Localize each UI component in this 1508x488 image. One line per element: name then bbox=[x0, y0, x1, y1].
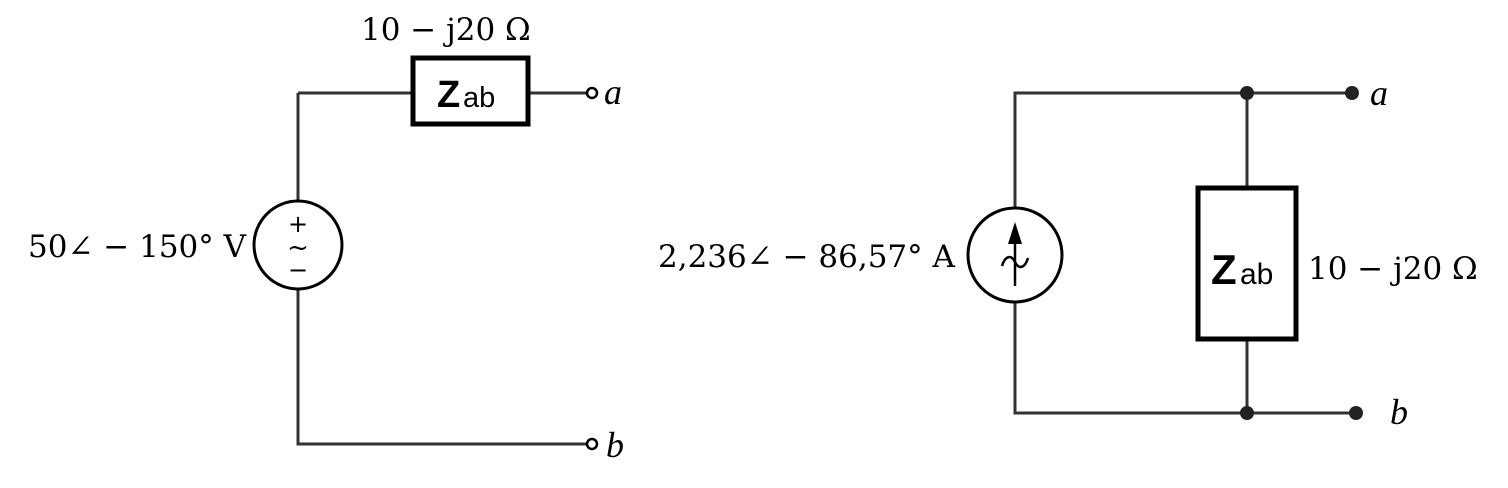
voltage-source-label: 50∠ − 150° V bbox=[28, 229, 247, 265]
norton-terminal-b-label: b bbox=[1390, 392, 1408, 432]
norton-terminal-b-node bbox=[1349, 406, 1363, 420]
voltage-source-circle bbox=[252, 199, 344, 291]
voltage-source-minus: − bbox=[288, 256, 308, 284]
thevenin-impedance-symbol: Z bbox=[437, 74, 460, 116]
norton-top-junction bbox=[1240, 86, 1254, 100]
thevenin-impedance-box bbox=[410, 55, 531, 127]
thevenin-terminal-a-node bbox=[585, 86, 599, 100]
norton-terminal-a-node bbox=[1345, 86, 1359, 100]
norton-impedance-box bbox=[1195, 185, 1299, 342]
thevenin-impedance-value: 10 − j20 Ω bbox=[361, 12, 531, 48]
arrow-up-icon bbox=[1000, 222, 1030, 286]
norton-impedance-value: 10 − j20 Ω bbox=[1308, 251, 1478, 287]
thevenin-terminal-a-label: a bbox=[604, 72, 622, 112]
norton-top-wire bbox=[1013, 91, 1352, 208]
norton-circuit: a b Z ab 10 − j20 Ω 2,236∠ − 86,57° A bbox=[658, 73, 1478, 432]
thevenin-terminal-b-node bbox=[585, 437, 599, 451]
norton-bottom-junction bbox=[1240, 406, 1254, 420]
thevenin-circuit: Z ab 10 − j20 Ω + ~ − 50∠ − 150° V a b bbox=[28, 12, 624, 465]
voltage-source-plus: + bbox=[288, 210, 308, 238]
norton-impedance-subscript: ab bbox=[1240, 258, 1273, 291]
thevenin-impedance-subscript: ab bbox=[463, 82, 495, 114]
thevenin-impedance: Z ab bbox=[410, 55, 531, 127]
norton-bottom-wire bbox=[1013, 302, 1352, 415]
voltage-source: + ~ − bbox=[252, 199, 344, 291]
norton-terminal-a-label: a bbox=[1370, 73, 1388, 113]
current-source-label: 2,236∠ − 86,57° A bbox=[658, 239, 956, 275]
thevenin-terminal-b-label: b bbox=[606, 425, 624, 465]
voltage-source-tilde: ~ bbox=[287, 233, 309, 263]
thevenin-bottom-wire bbox=[296, 290, 588, 446]
norton-impedance-symbol: Z bbox=[1211, 246, 1237, 293]
norton-impedance: Z ab bbox=[1195, 185, 1299, 342]
current-source bbox=[966, 206, 1064, 304]
